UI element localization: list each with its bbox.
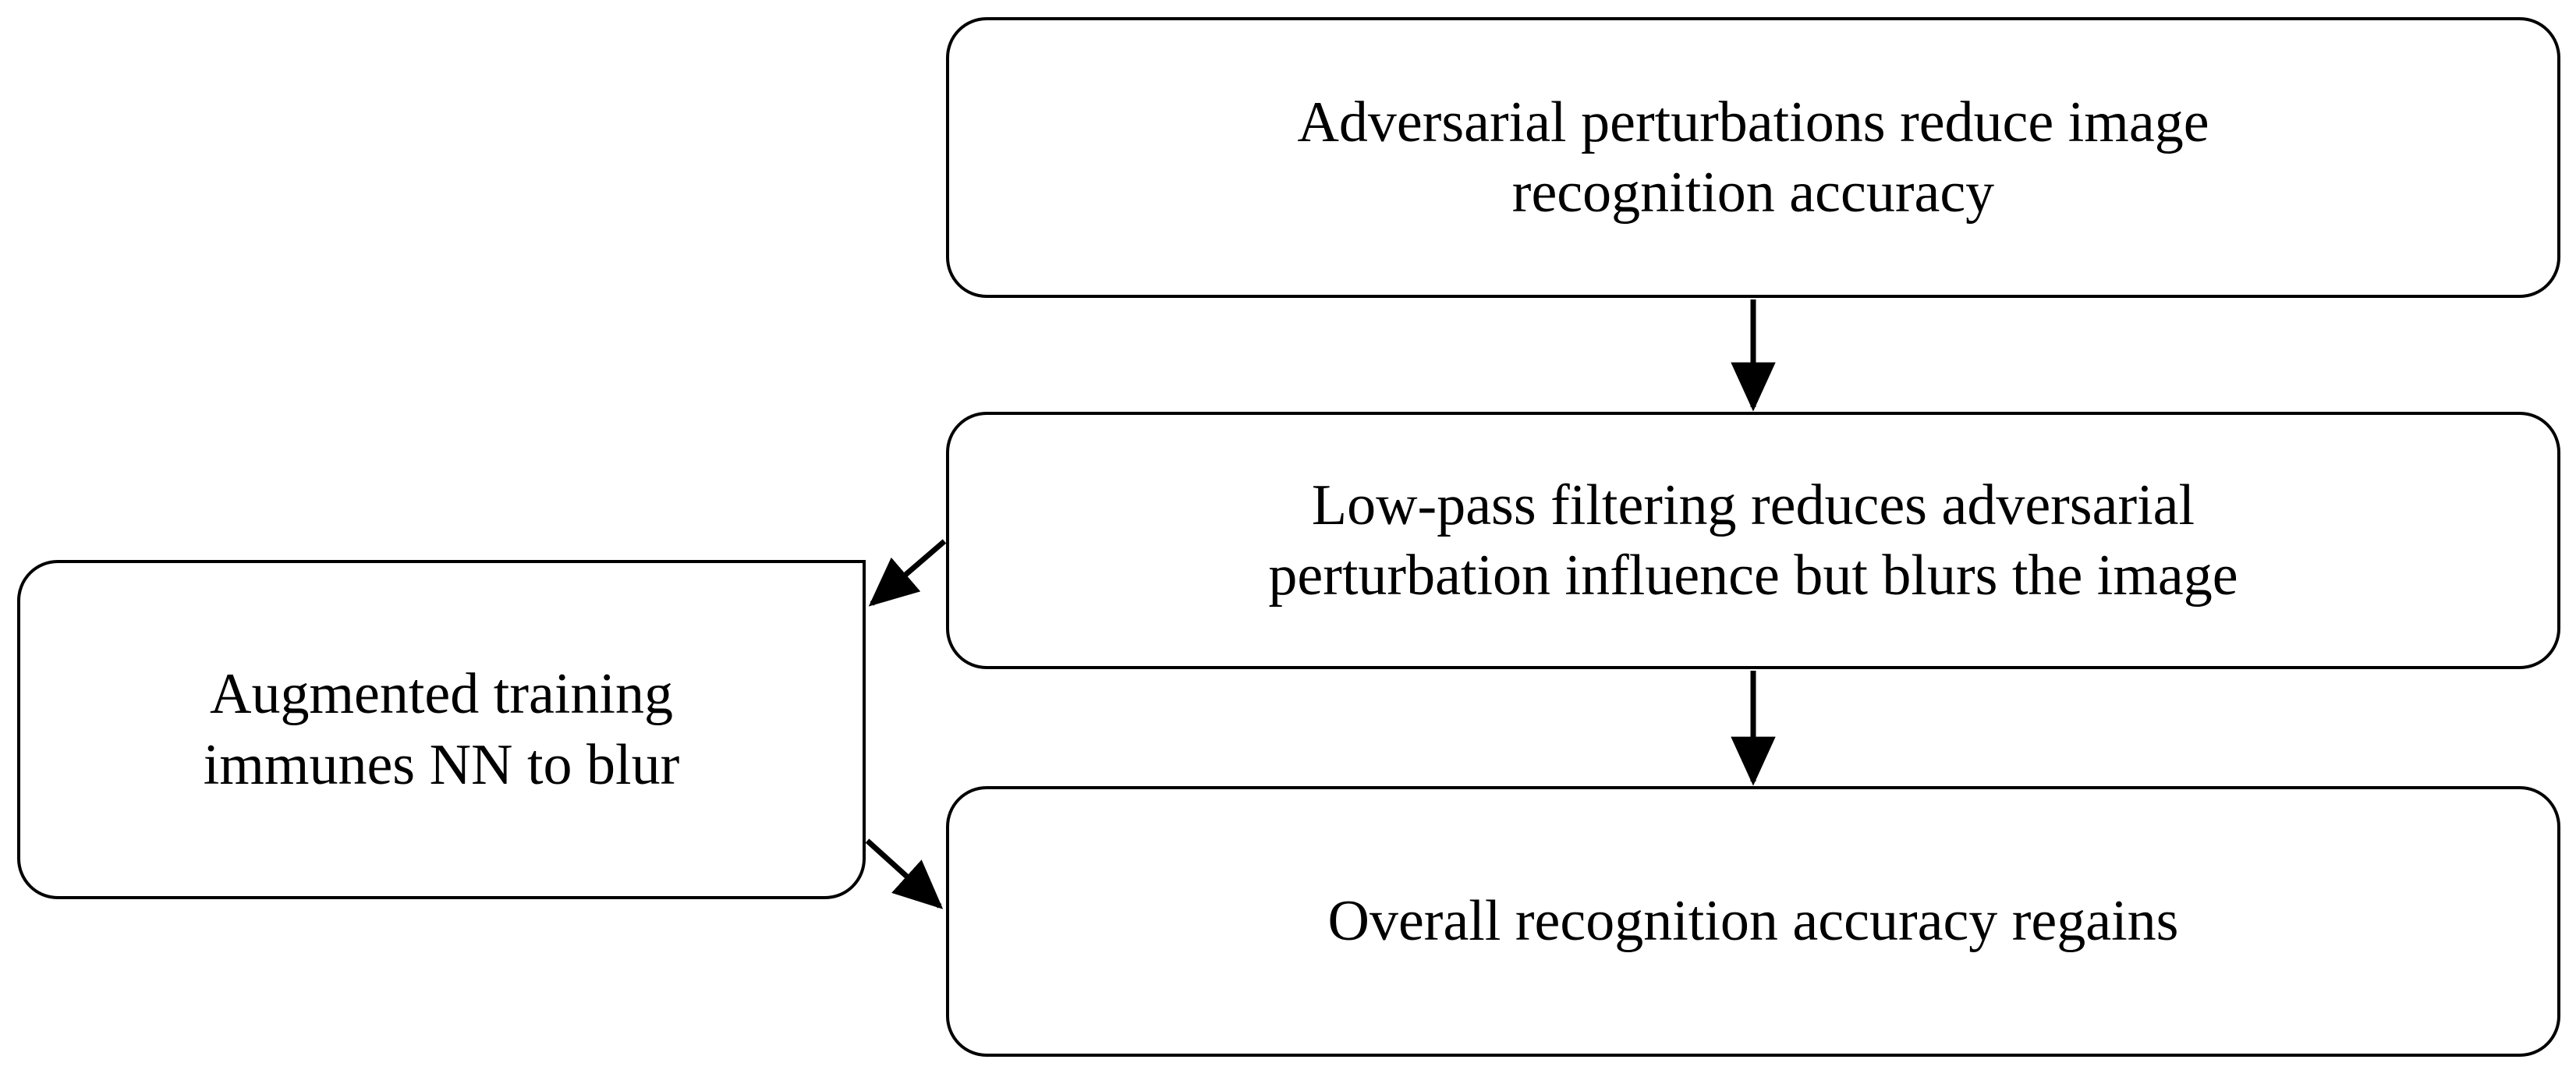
node-overall-recognition-label: Overall recognition accuracy regains xyxy=(1327,889,2179,954)
node-adversarial-perturbations[interactable]: Adversarial perturbations reduce image r… xyxy=(946,17,2560,298)
arrow-augmented-to-overall xyxy=(865,838,944,909)
node-low-pass-filtering[interactable]: Low-pass filtering reduces adversarial p… xyxy=(946,412,2560,669)
arrow-lowpass-to-augmented xyxy=(868,539,947,607)
node-augmented-training[interactable]: Augmented training immunes NN to blur xyxy=(17,560,866,899)
node-low-pass-filtering-label: Low-pass filtering reduces adversarial p… xyxy=(1268,473,2238,608)
node-augmented-training-label: Augmented training immunes NN to blur xyxy=(203,662,680,797)
node-overall-recognition[interactable]: Overall recognition accuracy regains xyxy=(946,786,2560,1057)
node-adversarial-perturbations-label: Adversarial perturbations reduce image r… xyxy=(1297,90,2209,225)
